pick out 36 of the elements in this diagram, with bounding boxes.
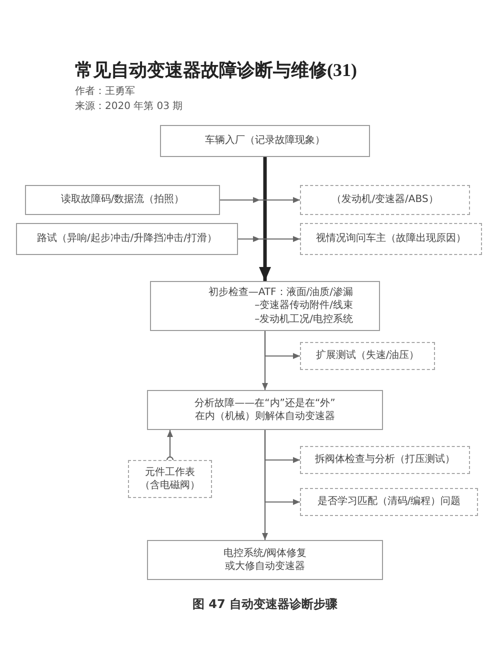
node-text: 元件工作表（含电磁阀）	[139, 466, 201, 492]
arrow	[262, 331, 268, 390]
arrow	[262, 430, 268, 540]
node-text: 电控系统/阀体修复或大修自动变速器	[222, 546, 308, 574]
process-box	[16, 223, 238, 255]
node-text: 扩展测试（失速/油压）	[316, 349, 420, 363]
dashed-box	[300, 223, 482, 255]
node-text: 是否学习匹配（清码/编程）问题	[317, 495, 461, 509]
title: 常见自动变速器故障诊断与维修(31)	[75, 59, 357, 82]
dashed-box	[300, 185, 470, 215]
node-text: （发动机/变速器/ABS）	[332, 193, 438, 207]
dashed-box	[128, 460, 212, 498]
process-box	[150, 281, 380, 331]
node-text: –发动机工况/电控系统	[254, 312, 353, 326]
node-text: 分析故障——在“内”还是在“外”	[194, 396, 336, 410]
node-text: 读取故障码/数据流（拍照）	[60, 193, 184, 207]
arrow	[238, 236, 300, 242]
node-text: 视情况询问车主（故障出现原因）	[316, 232, 466, 246]
dashed-box	[300, 446, 470, 474]
node-text: –变速器传动附件/线束	[254, 299, 353, 313]
process-box	[160, 125, 370, 157]
node-text: 车辆入厂（记录故障现象）	[205, 134, 325, 148]
process-box	[147, 540, 383, 580]
node-text: 路试（异响/起步冲击/升降挡冲击/打滑）	[36, 232, 218, 246]
header-text: 来源：2020 年第 03 期	[75, 101, 183, 113]
dashed-box	[300, 488, 478, 516]
node-text: 在内（机械）则解体自动变速器	[195, 410, 335, 424]
dashed-box	[300, 342, 435, 370]
process-box	[25, 185, 220, 215]
arrow	[220, 197, 300, 203]
thick-arrow	[259, 157, 271, 281]
process-box	[147, 390, 383, 430]
node-text: 拆阀体检查与分析（打压测试）	[315, 453, 455, 467]
node-text: 初步检查—ATF：液面/油质/渗漏	[208, 286, 353, 300]
header-text: 作者：王勇军	[75, 86, 135, 98]
figure-caption: 图 47 自动变速器诊断步骤	[191, 596, 339, 613]
